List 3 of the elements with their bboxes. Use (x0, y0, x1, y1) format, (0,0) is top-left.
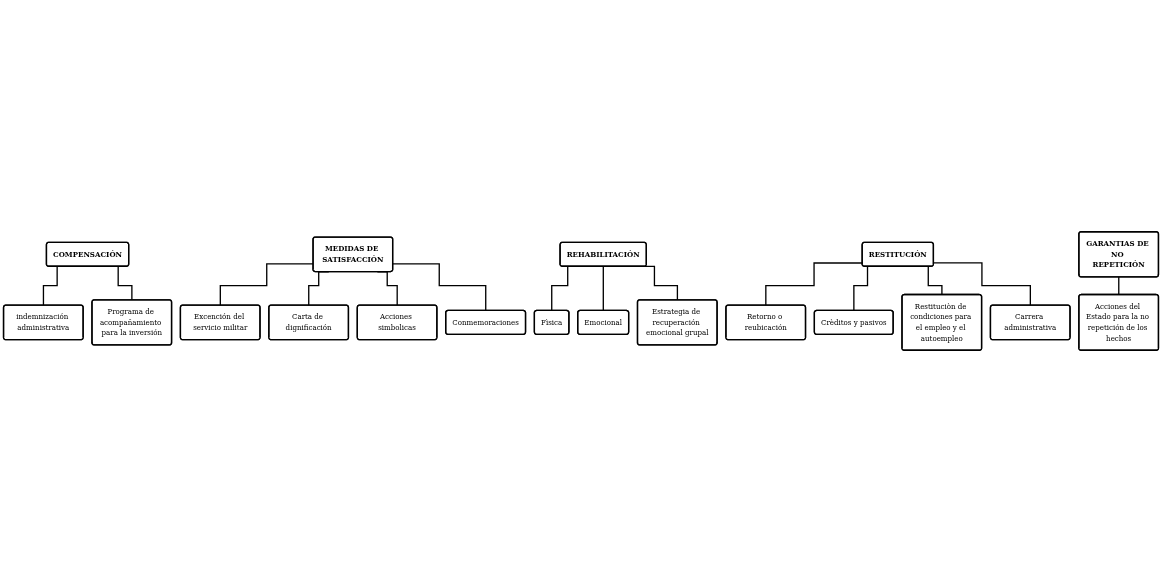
connector (602, 265, 605, 312)
connector (219, 263, 314, 307)
connector (392, 263, 487, 312)
